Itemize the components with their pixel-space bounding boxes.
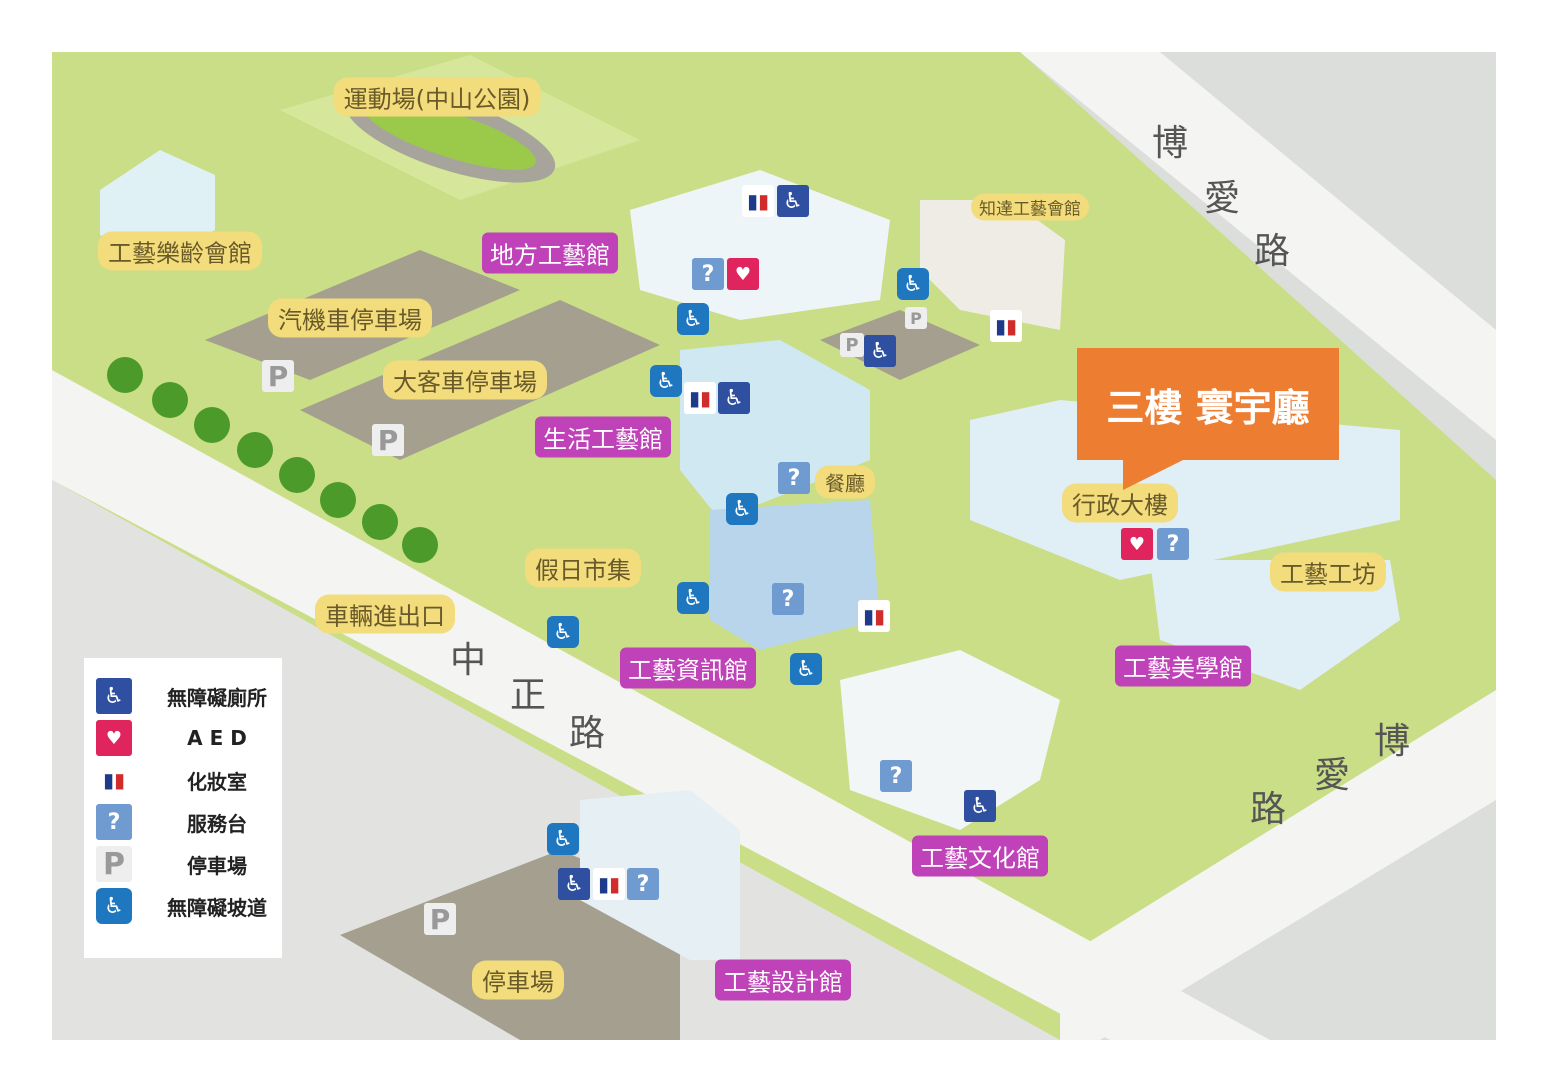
label-craft-info-hall[interactable]: 工藝資訊館 bbox=[620, 647, 756, 689]
info-desk-icon: ? bbox=[96, 804, 132, 840]
accessible-ramp-icon: ♿ bbox=[650, 365, 682, 397]
man-icon: ▮ bbox=[862, 604, 874, 628]
legend-item: ▮▮ 化妝室 bbox=[96, 762, 282, 798]
man-icon: ▮ bbox=[688, 386, 700, 410]
accessible-ramp-icon: ♿ bbox=[677, 303, 709, 335]
legend-item: P 停車場 bbox=[96, 846, 282, 882]
info-desk-icon: ? bbox=[778, 462, 810, 494]
aed-icon: ♥ bbox=[96, 720, 132, 756]
parking-icon: P bbox=[905, 307, 927, 329]
legend-label: 停車場 bbox=[187, 853, 247, 878]
accessible-ramp-icon: ♿ bbox=[677, 582, 709, 614]
road-boai-lower-char: 博 bbox=[1373, 721, 1411, 762]
road-boai-char: 愛 bbox=[1203, 178, 1241, 219]
man-icon: ▮ bbox=[746, 189, 758, 213]
label-restaurant[interactable]: 餐廳 bbox=[815, 465, 875, 499]
label-craft-design-hall[interactable]: 工藝設計館 bbox=[715, 959, 851, 1001]
legend-label: 無障礙廁所 bbox=[167, 685, 267, 710]
restroom-icon: ▮▮ bbox=[593, 868, 625, 900]
woman-icon: ▮ bbox=[874, 604, 886, 628]
info-desk-icon: ? bbox=[627, 868, 659, 900]
legend-label: 服務台 bbox=[187, 811, 247, 836]
legend-item: ♿ 無障礙廁所 bbox=[96, 678, 282, 714]
legend-item: ? 服務台 bbox=[96, 804, 282, 840]
label-craft-workshop[interactable]: 工藝工坊 bbox=[1270, 552, 1386, 592]
label-craft-culture-hall[interactable]: 工藝文化館 bbox=[912, 835, 1048, 877]
info-desk-icon: ? bbox=[692, 258, 724, 290]
label-local-craft-hall[interactable]: 地方工藝館 bbox=[482, 232, 618, 274]
legend-label: 化妝室 bbox=[187, 769, 247, 794]
road-zhongzheng-char: 中 bbox=[449, 640, 487, 681]
parking-icon: P bbox=[262, 360, 294, 393]
woman-icon: ▮ bbox=[1006, 314, 1018, 338]
restroom-icon: ▮▮ bbox=[684, 382, 716, 414]
label-holiday-market[interactable]: 假日市集 bbox=[525, 548, 641, 588]
restroom-icon: ▮▮ bbox=[742, 185, 774, 217]
accessible-toilet-icon: ♿ bbox=[718, 382, 750, 414]
restroom-icon: ▮▮ bbox=[990, 310, 1022, 342]
label-craft-aesthetics-hall[interactable]: 工藝美學館 bbox=[1115, 645, 1251, 687]
aed-icon: ♥ bbox=[1121, 528, 1153, 560]
legend-label: A E D bbox=[187, 726, 247, 750]
accessible-toilet-icon: ♿ bbox=[558, 868, 590, 900]
accessible-ramp-icon: ♿ bbox=[547, 616, 579, 648]
accessible-toilet-icon: ♿ bbox=[96, 678, 132, 714]
parking-icon: P bbox=[372, 424, 404, 457]
label-scooter-parking[interactable]: 汽機車停車場 bbox=[268, 298, 432, 338]
label-living-craft-hall[interactable]: 生活工藝館 bbox=[535, 416, 671, 458]
accessible-ramp-icon: ♿ bbox=[897, 268, 929, 300]
man-icon: ▮ bbox=[597, 872, 609, 896]
legend-label: 無障礙坡道 bbox=[167, 895, 267, 920]
venue-callout: 三樓 寰宇廳 bbox=[1077, 348, 1339, 490]
legend-item: ♥ A E D bbox=[96, 720, 282, 756]
map-legend: ♿ 無障礙廁所 ♥ A E D ▮▮ 化妝室 ? 服務台 P 停車場 ♿ 無障礙坡道 bbox=[84, 658, 282, 958]
label-senior-hall[interactable]: 工藝樂齡會館 bbox=[98, 231, 262, 271]
accessible-ramp-icon: ♿ bbox=[726, 493, 758, 525]
road-boai-lower-char: 愛 bbox=[1313, 755, 1351, 796]
restroom-icon: ▮▮ bbox=[96, 762, 132, 798]
man-icon: ▮ bbox=[102, 768, 114, 792]
label-vehicle-gate[interactable]: 車輛進出口 bbox=[315, 594, 455, 634]
accessible-toilet-icon: ♿ bbox=[864, 335, 896, 367]
label-admin-building[interactable]: 行政大樓 bbox=[1062, 483, 1178, 523]
road-zhongzheng-char: 正 bbox=[509, 675, 547, 716]
restroom-icon: ▮▮ bbox=[858, 600, 890, 632]
aed-icon: ♥ bbox=[727, 258, 759, 290]
tree-row bbox=[107, 357, 438, 563]
parking-icon: P bbox=[96, 846, 132, 882]
accessible-ramp-icon: ♿ bbox=[547, 823, 579, 855]
info-desk-icon: ? bbox=[1157, 528, 1189, 560]
info-desk-icon: ? bbox=[772, 583, 804, 615]
woman-icon: ▮ bbox=[609, 872, 621, 896]
road-boai-lower-char: 路 bbox=[1249, 789, 1287, 830]
label-sports-field[interactable]: 運動場(中山公園) bbox=[333, 77, 541, 117]
label-parking[interactable]: 停車場 bbox=[472, 960, 564, 1000]
road-zhongzheng-char: 路 bbox=[568, 713, 606, 754]
parking-icon: P bbox=[424, 903, 456, 936]
accessible-toilet-icon: ♿ bbox=[777, 185, 809, 217]
accessible-toilet-icon: ♿ bbox=[964, 790, 996, 822]
woman-icon: ▮ bbox=[700, 386, 712, 410]
info-desk-icon: ? bbox=[880, 760, 912, 792]
parking-icon: P bbox=[840, 333, 864, 357]
road-boai-char: 路 bbox=[1253, 231, 1291, 272]
legend-item: ♿ 無障礙坡道 bbox=[96, 888, 282, 924]
man-icon: ▮ bbox=[994, 314, 1006, 338]
label-zhida-hall[interactable]: 知達工藝會館 bbox=[971, 193, 1089, 221]
accessible-ramp-icon: ♿ bbox=[790, 653, 822, 685]
accessible-ramp-icon: ♿ bbox=[96, 888, 132, 924]
label-bus-parking[interactable]: 大客車停車場 bbox=[383, 360, 547, 400]
road-boai-char: 博 bbox=[1151, 123, 1189, 164]
woman-icon: ▮ bbox=[758, 189, 770, 213]
woman-icon: ▮ bbox=[114, 768, 126, 792]
